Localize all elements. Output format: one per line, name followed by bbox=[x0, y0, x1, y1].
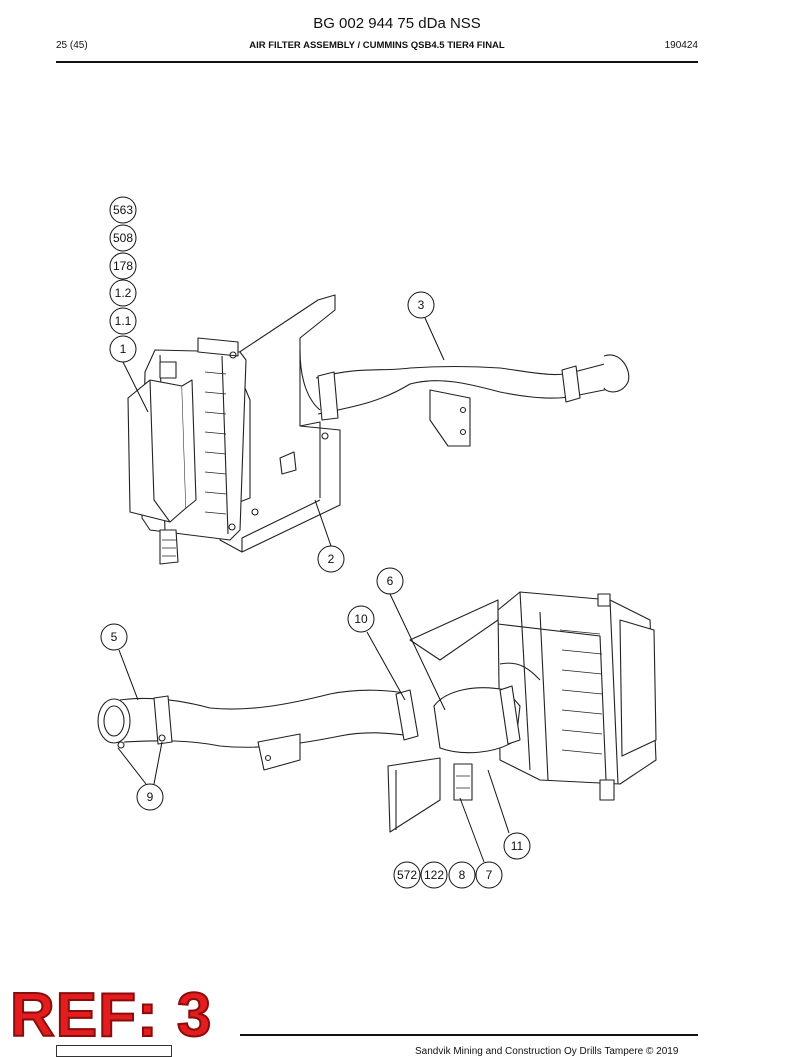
callout-3: 3 bbox=[407, 291, 435, 319]
svg-text:122: 122 bbox=[424, 868, 444, 882]
header-divider bbox=[56, 61, 698, 63]
callout-122: 122 bbox=[420, 861, 448, 889]
footer-divider bbox=[240, 1034, 698, 1036]
svg-text:11: 11 bbox=[511, 839, 524, 853]
document-number: BG 002 944 75 dDa NSS bbox=[313, 15, 481, 32]
callout-7: 7 bbox=[475, 861, 503, 889]
ref-stamp: REF: 3 bbox=[9, 981, 213, 1050]
callout-5: 5 bbox=[100, 623, 128, 651]
svg-text:10: 10 bbox=[354, 612, 368, 626]
svg-text:5: 5 bbox=[111, 630, 118, 644]
callout-178: 178 bbox=[109, 252, 137, 280]
svg-text:1: 1 bbox=[120, 342, 127, 356]
svg-text:563: 563 bbox=[113, 203, 133, 217]
callout-1-2: 1.2 bbox=[109, 279, 137, 307]
assembly-title: AIR FILTER ASSEMBLY / CUMMINS QSB4.5 TIE… bbox=[249, 40, 505, 51]
callout-572: 572 bbox=[393, 861, 421, 889]
callout-508: 508 bbox=[109, 224, 137, 252]
svg-text:3: 3 bbox=[418, 298, 425, 312]
callout-10: 10 bbox=[347, 605, 375, 633]
header-row: 25 (45) AIR FILTER ASSEMBLY / CUMMINS QS… bbox=[56, 40, 698, 54]
svg-text:8: 8 bbox=[459, 868, 466, 882]
svg-text:9: 9 bbox=[147, 790, 154, 804]
date-code: 190424 bbox=[664, 40, 698, 51]
callout-563: 563 bbox=[109, 196, 137, 224]
svg-text:508: 508 bbox=[113, 231, 133, 245]
svg-text:1.2: 1.2 bbox=[115, 286, 132, 300]
callout-1-1: 1.1 bbox=[109, 307, 137, 335]
callout-1: 1 bbox=[109, 335, 137, 363]
svg-text:178: 178 bbox=[113, 259, 133, 273]
svg-text:6: 6 bbox=[387, 574, 394, 588]
callout-6: 6 bbox=[376, 567, 404, 595]
footer-copyright: Sandvik Mining and Construction Oy Drill… bbox=[415, 1046, 679, 1057]
svg-text:1.1: 1.1 bbox=[115, 314, 132, 328]
callout-8: 8 bbox=[448, 861, 476, 889]
svg-text:7: 7 bbox=[486, 868, 493, 882]
callout-11: 11 bbox=[503, 832, 531, 860]
callout-2: 2 bbox=[317, 545, 345, 573]
callout-9: 9 bbox=[136, 783, 164, 811]
svg-text:2: 2 bbox=[328, 552, 335, 566]
page-number: 25 (45) bbox=[56, 40, 88, 51]
svg-text:572: 572 bbox=[397, 868, 417, 882]
